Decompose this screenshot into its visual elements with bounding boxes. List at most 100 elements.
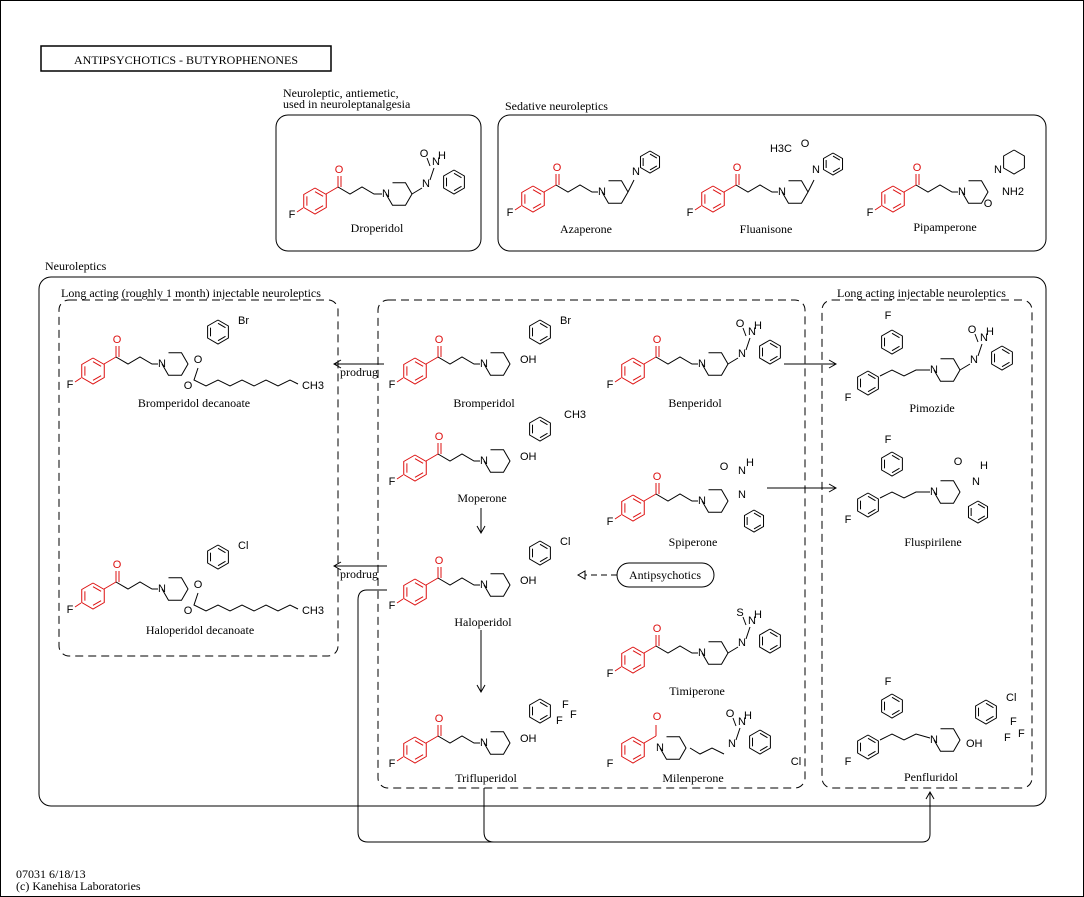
- svg-text:H: H: [754, 609, 762, 621]
- arrow-haloperidol-trifluperidol[interactable]: [476, 630, 486, 694]
- svg-text:Br: Br: [560, 315, 571, 327]
- svg-text:O: O: [113, 334, 122, 346]
- svg-text:O: O: [653, 334, 662, 346]
- svg-text:F: F: [607, 758, 614, 770]
- arrow-haloperidol-penfluridol[interactable]: [357, 589, 935, 843]
- compound-label-fluspirilene[interactable]: Fluspirilene: [904, 535, 961, 549]
- svg-text:F: F: [1010, 716, 1017, 728]
- svg-text:F: F: [1018, 728, 1025, 740]
- svg-text:H: H: [746, 457, 754, 469]
- svg-text:O: O: [113, 559, 122, 571]
- svg-text:F: F: [389, 600, 396, 612]
- svg-text:H: H: [980, 460, 988, 472]
- compound-label-milenperone[interactable]: Milenperone: [662, 771, 723, 785]
- compound-label-moperone[interactable]: Moperone: [457, 491, 506, 505]
- svg-text:F: F: [556, 715, 563, 727]
- compound-label-spiperone[interactable]: Spiperone: [669, 535, 718, 549]
- svg-text:CH3: CH3: [564, 409, 586, 421]
- svg-text:Cl: Cl: [238, 540, 248, 552]
- svg-text:O: O: [801, 138, 810, 150]
- map-title[interactable]: ANTIPSYCHOTICS - BUTYROPHENONES: [40, 45, 332, 72]
- svg-text:Cl: Cl: [791, 756, 801, 768]
- svg-text:N: N: [480, 737, 488, 749]
- svg-text:O: O: [954, 456, 963, 468]
- svg-text:F: F: [507, 207, 514, 219]
- antipsychotics-link[interactable]: Antipsychotics: [616, 562, 715, 588]
- svg-text:O: O: [435, 431, 444, 443]
- svg-text:Cl: Cl: [560, 536, 570, 548]
- svg-text:CH3: CH3: [302, 380, 324, 392]
- svg-text:N: N: [748, 326, 756, 338]
- compound-label-droperidol[interactable]: Droperidol: [351, 221, 404, 235]
- svg-text:N: N: [738, 716, 746, 728]
- svg-text:F: F: [289, 209, 296, 221]
- svg-text:N: N: [778, 186, 786, 198]
- svg-text:O: O: [194, 579, 203, 591]
- svg-text:N: N: [812, 164, 820, 176]
- compound-label-benperidol[interactable]: Benperidol: [668, 396, 722, 410]
- svg-text:O: O: [913, 162, 922, 174]
- svg-text:F: F: [885, 310, 892, 322]
- arrow-trifluperidol-penfluridol[interactable]: [483, 788, 495, 843]
- svg-text:O: O: [335, 164, 344, 176]
- group-label-neuroleptanalgesia: Neuroleptic, antiemetic,used in neurolep…: [283, 86, 411, 111]
- prodrug-arrow-haloperidol[interactable]: [332, 561, 387, 571]
- compound-label-azaperone[interactable]: Azaperone: [560, 222, 612, 236]
- svg-text:OH: OH: [520, 575, 537, 587]
- prodrug-arrow-bromperidol[interactable]: [332, 359, 384, 369]
- svg-text:F: F: [67, 379, 74, 391]
- svg-text:O: O: [653, 471, 662, 483]
- svg-text:N: N: [738, 637, 746, 649]
- svg-text:O: O: [435, 713, 444, 725]
- compound-label-pipamperone[interactable]: Pipamperone: [913, 220, 976, 234]
- compound-label-haloperidol[interactable]: Haloperidol: [454, 615, 512, 629]
- svg-text:OH: OH: [966, 738, 983, 750]
- arrow-spiperone-fluspirilene[interactable]: [767, 483, 838, 493]
- compound-label-timiperone[interactable]: Timiperone: [669, 684, 725, 698]
- svg-text:F: F: [1004, 732, 1011, 744]
- svg-text:F: F: [562, 699, 569, 711]
- antipsychotics-label: Antipsychotics: [629, 568, 701, 582]
- compound-label-penfluridol[interactable]: Penfluridol: [904, 770, 959, 784]
- svg-text:H: H: [744, 710, 752, 722]
- arrow-moperone-haloperidol[interactable]: [476, 508, 486, 535]
- compound-label-bromperidol[interactable]: Bromperidol: [453, 396, 515, 410]
- arrow-benperidol-pimozide[interactable]: [784, 359, 838, 369]
- compound-label-pimozide[interactable]: Pimozide: [909, 401, 954, 415]
- group-box-neuroleptics: [38, 276, 1047, 807]
- svg-text:N: N: [738, 465, 746, 477]
- compound-label-bromperidol-decanoate[interactable]: Bromperidol decanoate: [138, 396, 250, 410]
- group-box-sedative: [497, 114, 1047, 252]
- svg-text:N: N: [698, 495, 706, 507]
- svg-text:CH3: CH3: [302, 605, 324, 617]
- svg-text:O: O: [984, 198, 993, 210]
- svg-text:O: O: [194, 354, 203, 366]
- compound-label-fluanisone[interactable]: Fluanisone: [740, 222, 793, 236]
- compound-label-trifluperidol[interactable]: Trifluperidol: [455, 771, 517, 785]
- group-box-long-acting-monthly: [58, 299, 339, 657]
- svg-text:H: H: [754, 320, 762, 332]
- svg-text:N: N: [382, 188, 390, 200]
- group-box-neuroleptanalgesia: [275, 114, 482, 252]
- svg-text:H3C: H3C: [770, 143, 792, 155]
- compound-label-haloperidol-decanoate[interactable]: Haloperidol decanoate: [146, 623, 254, 637]
